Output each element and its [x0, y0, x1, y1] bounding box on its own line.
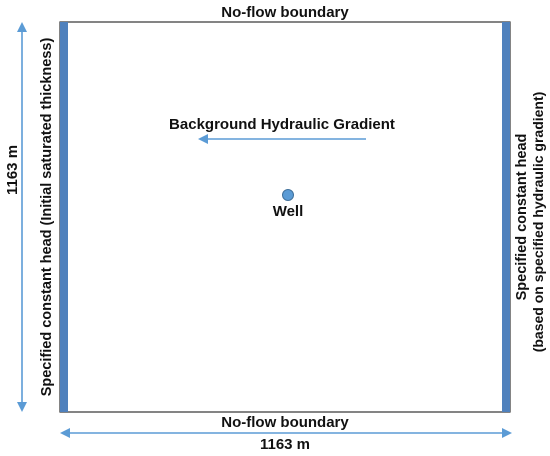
- right-boundary-label-line1: Specified constant head: [514, 134, 530, 301]
- well-marker: [282, 189, 294, 201]
- left-constant-head-bar: [60, 22, 68, 412]
- right-constant-head-bar: [502, 22, 510, 412]
- gradient-label: Background Hydraulic Gradient: [169, 116, 395, 133]
- vertical-dimension-label: 1163 m: [4, 145, 21, 195]
- left-boundary-label: Specified constant head (Initial saturat…: [39, 38, 55, 397]
- model-domain: [59, 21, 511, 413]
- well-label: Well: [273, 203, 304, 220]
- right-boundary-label-line2: (based on specified hydraulic gradient): [530, 92, 546, 353]
- bottom-boundary-label: No-flow boundary: [221, 414, 349, 431]
- horizontal-dimension-label: 1163 m: [260, 436, 310, 453]
- top-boundary-label: No-flow boundary: [221, 4, 349, 21]
